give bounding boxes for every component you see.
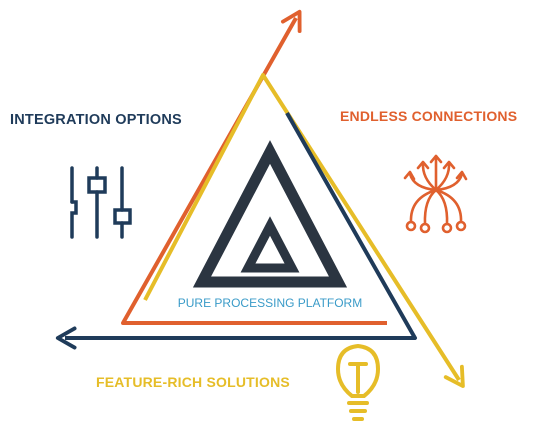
endless-connections-label: ENDLESS CONNECTIONS bbox=[340, 108, 517, 124]
integration-options-label: INTEGRATION OPTIONS bbox=[10, 112, 182, 128]
center-label: PURE PROCESSING PLATFORM bbox=[178, 296, 362, 310]
feature-rich-solutions-label: FEATURE-RICH SOLUTIONS bbox=[96, 374, 290, 390]
sliders-icon bbox=[70, 166, 132, 239]
yellow-connector-line bbox=[143, 73, 465, 388]
network-branches-icon bbox=[403, 154, 468, 234]
lightbulb-icon bbox=[336, 344, 380, 421]
nested-triangle-logo-icon bbox=[192, 140, 348, 288]
navy-connector-line bbox=[55, 112, 417, 350]
